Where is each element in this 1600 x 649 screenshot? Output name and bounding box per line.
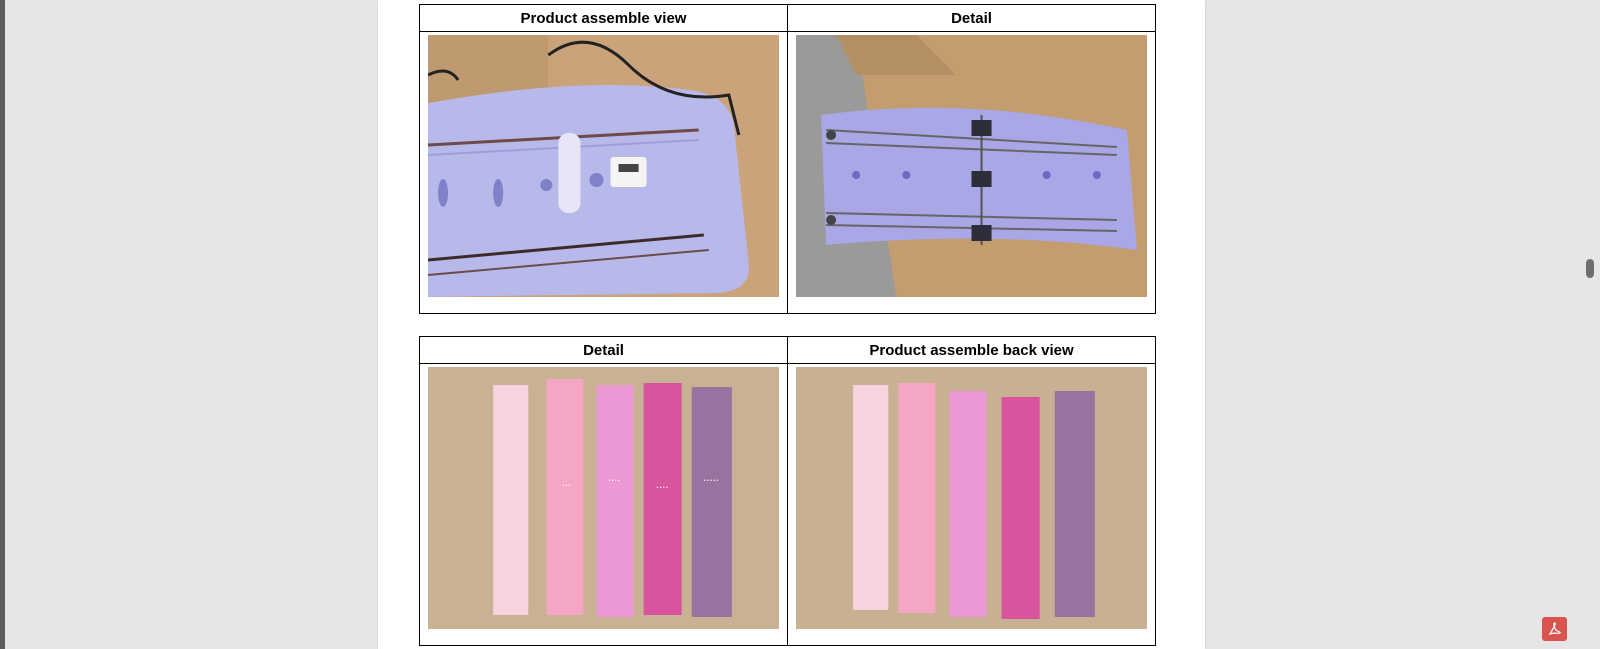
photo-board-underside [796, 35, 1147, 297]
photo-board-front [428, 35, 779, 297]
scrollbar-thumb[interactable] [1586, 259, 1594, 278]
photo-resistance-bands-front: • • • • • • • • • • • • • • • • [428, 367, 779, 629]
photo-resistance-bands-back [796, 367, 1147, 629]
viewer-left-edge [0, 0, 5, 649]
svg-text:• • •: • • • [562, 483, 570, 489]
adobe-pdf-icon[interactable] [1542, 617, 1567, 641]
header-detail-2: Detail [419, 336, 788, 364]
photo-table-1: Product assemble view Detail [419, 4, 1156, 314]
pdf-glyph-icon [1547, 622, 1561, 636]
header-product-assemble-back-view: Product assemble back view [787, 336, 1156, 364]
vertical-scrollbar[interactable] [1580, 0, 1600, 649]
pdf-page: Product assemble view Detail [378, 0, 1205, 649]
svg-text:• • • •: • • • • [609, 478, 620, 484]
photo-table-2: Detail Product assemble back view • • • … [419, 336, 1156, 646]
header-detail-1: Detail [787, 4, 1156, 32]
header-product-assemble-view: Product assemble view [419, 4, 788, 32]
svg-text:• • • •: • • • • [657, 485, 668, 491]
svg-text:• • • • •: • • • • • [704, 478, 719, 484]
